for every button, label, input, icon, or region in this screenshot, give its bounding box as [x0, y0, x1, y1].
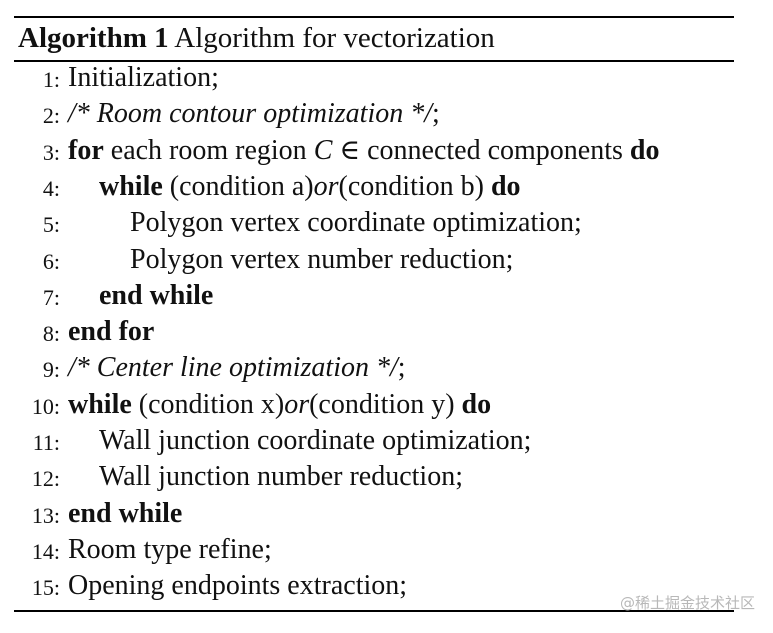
algorithm-line: 14: Room type refine;: [0, 532, 773, 568]
algorithm-line: 11: Wall junction coordinate optimization…: [0, 423, 773, 459]
text-segment: Room type refine;: [68, 533, 272, 565]
text-segment: ;: [432, 98, 440, 130]
algorithm-line: 9: /* Center line optimization */;: [0, 350, 773, 386]
algorithm-line: 5: Polygon vertex coordinate optimization…: [0, 205, 773, 241]
top-rule: [14, 16, 734, 18]
line-number: 6:: [42, 248, 60, 274]
algorithm-line: 3: for each room region C ∈ connected com…: [0, 133, 773, 169]
line-number: 9:: [42, 357, 60, 383]
line-text: end for: [68, 314, 154, 350]
algorithm-line: 6: Polygon vertex number reduction;: [0, 242, 773, 278]
algorithm-label: Algorithm 1: [18, 22, 169, 54]
italic-text: or: [284, 388, 310, 420]
watermark: @稀土掘金技术社区: [619, 594, 755, 612]
text-segment: Wall junction number reduction;: [99, 461, 463, 493]
line-text: /* Room contour optimization */;: [68, 96, 440, 132]
line-text: /* Center line optimization */;: [68, 350, 406, 386]
algorithm-line: 13: end while: [0, 496, 773, 532]
algorithm-caption: Algorithm 1 Algorithm for vectorization: [18, 18, 495, 58]
algorithm-line: 1: Initialization;: [0, 60, 773, 96]
text-segment: Polygon vertex coordinate optimization;: [130, 207, 582, 239]
italic-text: /* Center line optimization */: [68, 352, 398, 384]
line-text: end while: [99, 278, 213, 314]
line-number: 4:: [42, 175, 60, 201]
line-text: Polygon vertex number reduction;: [130, 242, 513, 278]
line-text: end while: [68, 496, 182, 532]
text-segment: Polygon vertex number reduction;: [130, 243, 514, 275]
text-segment: (condition y): [309, 388, 462, 420]
italic-text: /* Room contour optimization */: [68, 98, 432, 130]
line-number: 7:: [42, 284, 60, 310]
line-text: Room type refine;: [68, 532, 272, 568]
line-text: Opening endpoints extraction;: [68, 568, 407, 604]
italic-text: or: [313, 170, 339, 202]
keyword: end while: [99, 279, 214, 311]
line-number: 11:: [32, 430, 60, 455]
line-text: Wall junction number reduction;: [99, 459, 463, 495]
line-number: 13:: [31, 502, 60, 528]
line-number: 14:: [31, 538, 60, 564]
bottom-rule: [14, 610, 734, 612]
keyword: end while: [68, 497, 183, 529]
line-text: while (condition x)or(condition y) do: [68, 387, 491, 423]
keyword: do: [461, 388, 492, 420]
line-number: 10:: [31, 393, 60, 419]
algorithm-line: 4: while (condition a)or(condition b) do: [0, 169, 773, 205]
algorithm-line: 15: Opening endpoints extraction;: [0, 568, 773, 604]
text-segment: (condition b): [338, 170, 491, 202]
line-number: 2:: [42, 103, 60, 129]
keyword: end for: [68, 316, 155, 348]
algorithm-line: 2: /* Room contour optimization */;: [0, 96, 773, 132]
line-number: 8:: [42, 321, 60, 347]
italic-text: C: [313, 134, 333, 166]
algorithm-line: 7: end while: [0, 278, 773, 314]
text-segment: Wall junction coordinate optimization;: [99, 425, 532, 456]
line-text: Polygon vertex coordinate optimization;: [130, 205, 582, 241]
line-text: Wall junction coordinate optimization;: [99, 423, 531, 459]
line-number: 3:: [42, 139, 60, 165]
text-segment: (condition a): [162, 170, 314, 202]
keyword: while: [68, 388, 132, 420]
algorithm-line: 8: end for: [0, 314, 773, 350]
line-text: for each room region C ∈ connected compo…: [68, 133, 659, 169]
algorithm-line: 10: while (condition x)or(condition y) do: [0, 387, 773, 423]
text-segment: each room region: [103, 134, 314, 166]
keyword: for: [68, 134, 104, 166]
line-number: 1:: [42, 67, 60, 92]
line-text: Initialization;: [68, 60, 219, 96]
text-segment: ;: [397, 352, 406, 384]
keyword: do: [629, 134, 660, 166]
line-number: 12:: [31, 466, 60, 492]
algorithm-line: 12: Wall junction number reduction;: [0, 459, 773, 495]
caption-rule: [14, 60, 734, 62]
keyword: do: [490, 170, 521, 202]
line-number: 5:: [42, 212, 60, 238]
line-number: 15:: [31, 575, 60, 601]
text-segment: Initialization;: [68, 62, 219, 93]
text-segment: ∈ connected components: [332, 134, 630, 166]
algorithm-title: Algorithm for vectorization: [174, 22, 495, 54]
keyword: while: [99, 170, 163, 202]
text-segment: (condition x): [131, 388, 285, 420]
text-segment: Opening endpoints extraction;: [68, 570, 408, 602]
line-text: while (condition a)or(condition b) do: [99, 169, 521, 205]
